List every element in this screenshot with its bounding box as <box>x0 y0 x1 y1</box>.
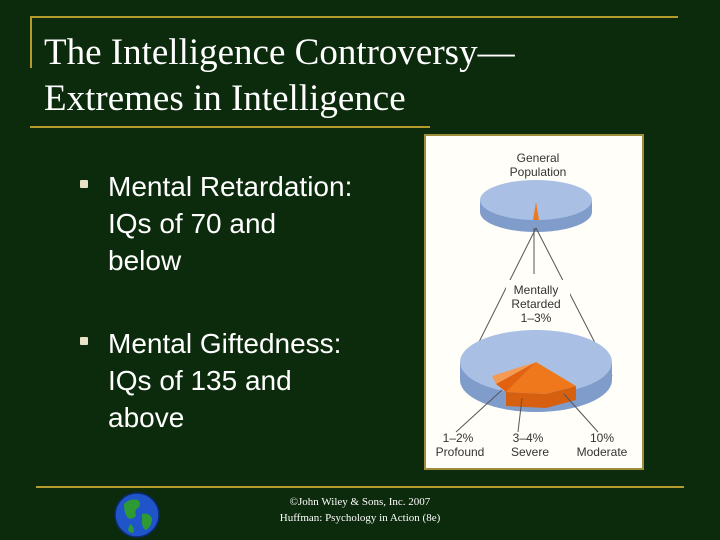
pie-diagram: General Population Mentally Retarded 1–3… <box>436 151 628 459</box>
title-line-1: The Intelligence Controversy— <box>44 32 515 73</box>
middle-label-line-2: Retarded <box>511 297 560 311</box>
general-population-pie <box>480 180 592 220</box>
top-label-line-2: Population <box>510 165 567 179</box>
middle-label-line-1: Mentally <box>514 283 559 297</box>
footer-line-1: ©John Wiley & Sons, Inc. 2007 <box>289 496 431 508</box>
bullet-item: Mental Retardation: IQs of 70 and below <box>80 168 410 279</box>
copyright-footer: ©John Wiley & Sons, Inc. 2007 Huffman: P… <box>250 494 470 526</box>
left-rule <box>30 16 32 68</box>
footer-line-2: Huffman: Psychology in Action (8e) <box>279 512 441 524</box>
retarded-slice <box>533 202 539 220</box>
bullet-square-icon <box>80 337 88 345</box>
title-underline <box>30 126 430 128</box>
profound-slice <box>492 362 536 384</box>
slice-depth <box>506 386 576 408</box>
bullet-list: Mental Retardation: IQs of 70 and below … <box>80 168 410 482</box>
bullet-text: Mental Retardation: IQs of 70 and below <box>108 171 353 276</box>
severe-slice <box>496 362 536 392</box>
pointer-line <box>563 393 599 433</box>
moderate-label: Moderate <box>577 445 628 459</box>
pointer-line <box>517 397 523 433</box>
moderate-slice <box>506 362 576 394</box>
top-rule <box>30 16 678 18</box>
intelligence-distribution-figure: General Population Mentally Retarded 1–3… <box>424 134 644 470</box>
middle-label-line-3: 1–3% <box>521 311 552 325</box>
slide-title: The Intelligence Controversy— Extremes i… <box>44 30 684 122</box>
profound-pct: 1–2% <box>443 431 474 445</box>
bullet-text: Mental Giftedness: IQs of 135 and above <box>108 328 342 433</box>
middle-label-bg <box>506 280 570 328</box>
profound-label: Profound <box>436 445 485 459</box>
globe-icon <box>114 492 160 538</box>
title-line-2: Extremes in Intelligence <box>44 78 406 119</box>
bullet-square-icon <box>80 180 88 188</box>
footer-rule <box>36 486 684 488</box>
top-label-line-1: General <box>517 151 560 165</box>
moderate-pct: 10% <box>590 431 614 445</box>
pointer-line <box>455 389 503 433</box>
severe-label: Severe <box>511 445 549 459</box>
severe-pct: 3–4% <box>513 431 544 445</box>
bullet-item: Mental Giftedness: IQs of 135 and above <box>80 325 410 436</box>
